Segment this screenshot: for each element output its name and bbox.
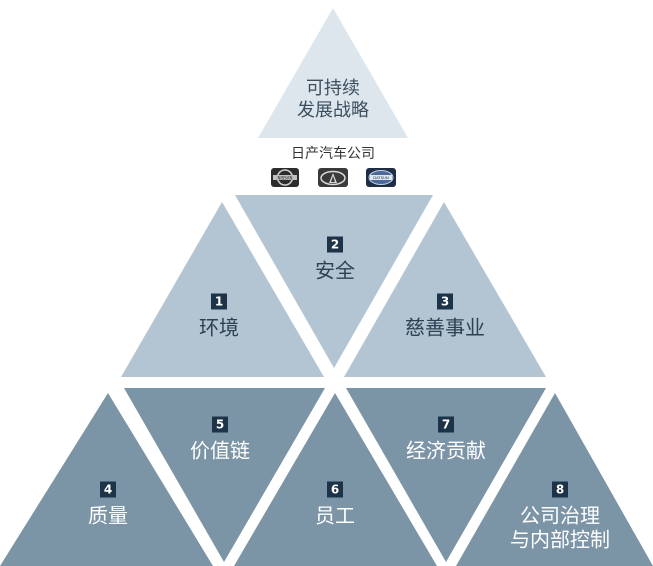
datsun-logo: DATSUN [366,168,396,187]
strategy-title-line1: 可持续 [306,78,360,99]
pillar-3: 3 慈善事业 [405,291,485,340]
pillar-6: 6 员工 [315,479,355,528]
pillar-4-label: 质量 [88,503,128,528]
pillar-2-number: 2 [327,236,343,253]
datsun-logo-text: DATSUN [373,175,389,180]
pillar-6-label: 员工 [315,503,355,528]
pillar-7-label: 经济贡献 [406,438,486,463]
triangle-6 [234,393,437,566]
pillar-8-label-line2: 与内部控制 [510,527,610,552]
pillar-6-number: 6 [327,481,343,498]
company-name: 日产汽车公司 [291,146,375,162]
pillar-8: 8 公司治理 与内部控制 [510,479,610,552]
triangle-2 [235,195,433,368]
pillar-8-label: 公司治理 [520,503,600,528]
triangle-top [258,8,408,138]
pillar-2: 2 安全 [315,234,355,283]
strategy-title-line2: 发展战略 [297,100,369,121]
triangle-8 [456,393,653,566]
triangle-5 [124,388,325,562]
pillar-5-number: 5 [212,416,228,433]
pillar-4-number: 4 [100,481,116,498]
pillar-7-number: 7 [438,416,454,433]
pillar-5-label: 价值链 [190,438,250,463]
pillar-1-label: 环境 [199,315,239,340]
nissan-logo: NISSAN [271,168,299,187]
triangle-7 [346,388,546,562]
triangle-3 [344,202,546,377]
triangle-1 [121,202,324,377]
strategy-title: 可持续 发展战略 [297,78,369,122]
pillar-5: 5 价值链 [190,414,250,463]
triangle-4 [0,393,213,566]
pillar-1: 1 环境 [199,291,239,340]
infiniti-logo [318,168,348,187]
pillar-8-number: 8 [552,481,568,498]
pillar-2-label: 安全 [315,258,355,283]
nissan-logo-text: NISSAN [277,175,292,180]
pillar-3-label: 慈善事业 [405,315,485,340]
pillar-7: 7 经济贡献 [406,414,486,463]
pillar-3-number: 3 [437,293,453,310]
pillar-1-number: 1 [211,293,227,310]
pillar-4: 4 质量 [88,479,128,528]
